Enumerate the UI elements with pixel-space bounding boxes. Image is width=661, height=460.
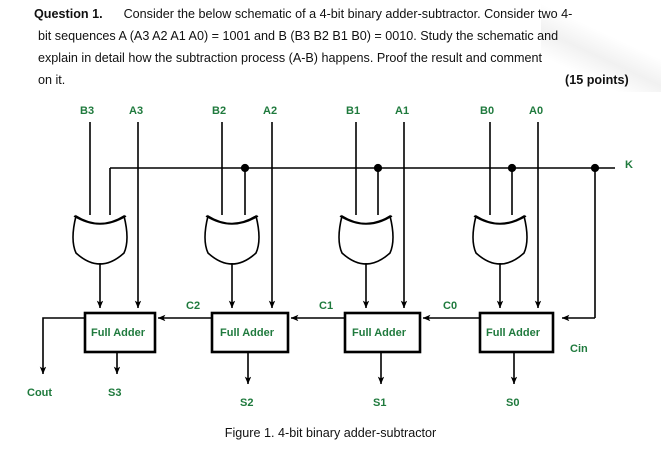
label-a1: A1: [395, 105, 410, 117]
cout-wire: [39, 317, 85, 375]
label-b0: B0: [480, 105, 495, 117]
question-line-1: Question 1. Consider the below schematic…: [34, 8, 572, 21]
label-k: K: [625, 159, 633, 171]
question-text-1: Consider the below schematic of a 4-bit …: [123, 7, 573, 21]
label-c2: C2: [186, 300, 201, 312]
question-points: (15 points): [565, 73, 629, 87]
junction-dot-c0: [507, 163, 517, 173]
label-s3: S3: [108, 387, 122, 399]
question-number: Question 1.: [34, 7, 103, 21]
figure-caption: Figure 1. 4-bit binary adder-subtractor: [224, 426, 437, 440]
full-adder-0-label: Full Adder: [486, 327, 540, 339]
figure: B3 A3 B2 A2 B1 A1 B0 A0 K Cin C2 C1 C0 C…: [0, 96, 661, 460]
label-a2: A2: [263, 105, 278, 117]
full-adder-2-box: [210, 311, 290, 354]
label-c1: C1: [319, 300, 334, 312]
junction-dot-c2: [240, 163, 250, 173]
bus-junctions: [240, 163, 600, 173]
junction-dot-c1: [373, 163, 383, 173]
label-a3: A3: [129, 105, 144, 117]
xor-gate-1: [338, 214, 394, 265]
question-text-4: on it.: [38, 73, 66, 87]
label-s0: S0: [506, 397, 520, 409]
full-adder-0-box: [478, 311, 555, 354]
label-s2: S2: [240, 397, 254, 409]
label-b1: B1: [346, 105, 361, 117]
label-cout: Cout: [27, 387, 53, 399]
full-adder-3-label: Full Adder: [91, 327, 145, 339]
label-s1: S1: [373, 397, 387, 409]
full-adder-1-box: [343, 311, 422, 354]
xor-gate-2: [204, 214, 260, 265]
label-a0: A0: [529, 105, 544, 117]
junction-dot-cin: [590, 163, 600, 173]
label-c0: C0: [443, 300, 458, 312]
adder-subtractor-schematic: [39, 122, 615, 385]
question-text-2: bit sequences A (A3 A2 A1 A0) = 1001 and…: [38, 29, 559, 43]
label-b3: B3: [80, 105, 95, 117]
xor-gate-0: [472, 214, 528, 265]
label-cin: Cin: [570, 343, 588, 355]
full-adder-2-label: Full Adder: [220, 327, 274, 339]
xor-gate-3: [72, 214, 128, 265]
question-block: Question 1. Consider the below schematic…: [0, 0, 661, 96]
full-adder-3-box: [83, 311, 157, 354]
label-b2: B2: [212, 105, 227, 117]
full-adder-1-label: Full Adder: [352, 327, 406, 339]
question-text-3: explain in detail how the subtraction pr…: [38, 51, 543, 65]
